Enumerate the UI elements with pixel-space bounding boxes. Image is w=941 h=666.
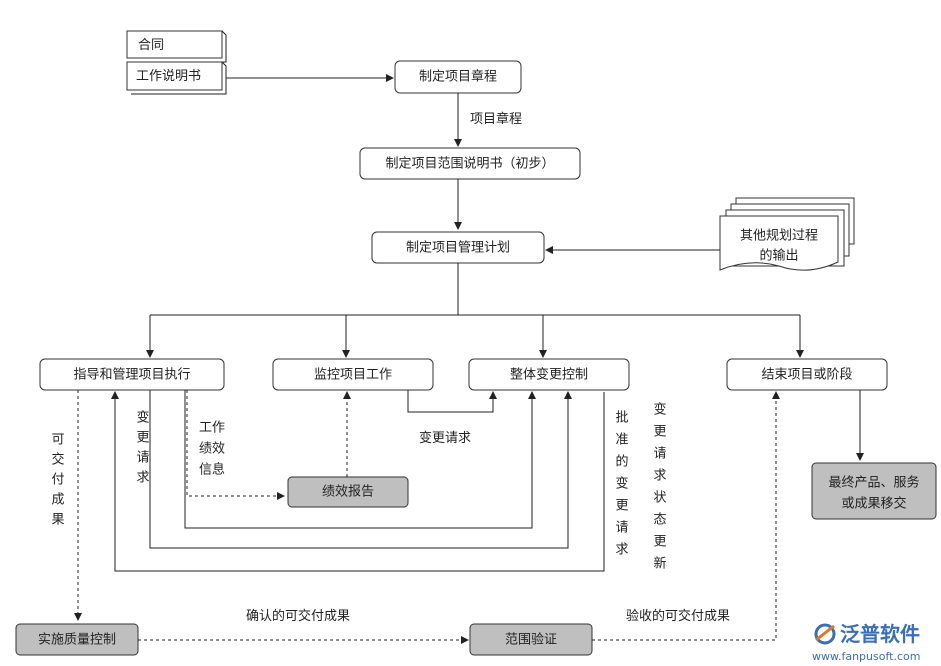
other-outputs-doc: 其他规划过程 的输出	[719, 197, 855, 271]
arrow-direct-change-requests	[184, 390, 536, 529]
plan-label: 制定项目管理计划	[406, 241, 510, 256]
svg-text:求: 求	[615, 543, 628, 558]
svg-text:可: 可	[51, 433, 64, 448]
monitor-label: 监控项目工作	[314, 368, 392, 383]
svg-text:更: 更	[615, 499, 628, 514]
contract-label: 合同	[138, 38, 164, 53]
contract-doc: 合同	[126, 30, 227, 63]
perf-report-label: 绩效报告	[322, 485, 374, 500]
verify-node: 范围验证	[469, 623, 593, 656]
qc-label: 实施质量控制	[38, 633, 116, 648]
close-label: 结束项目或阶段	[761, 368, 852, 383]
svg-text:变: 变	[136, 410, 149, 426]
qc-node: 实施质量控制	[15, 623, 139, 656]
svg-text:成: 成	[51, 493, 64, 508]
direct-label: 指导和管理项目执行	[73, 368, 190, 383]
svg-text:付: 付	[51, 473, 64, 488]
svg-text:更: 更	[653, 425, 666, 440]
scope-label: 制定项目范围说明书（初步）	[385, 157, 554, 172]
sow-doc: 工作说明书	[126, 61, 227, 95]
direct-node: 指导和管理项目执行	[39, 358, 225, 391]
svg-text:工作: 工作	[199, 421, 225, 436]
validated-label: 确认的可交付成果	[246, 608, 350, 624]
arrow-verify-close	[592, 391, 780, 641]
charter-node: 制定项目章程	[394, 60, 522, 94]
status-update-vlabel: 变 更 请 求 状 态 更 新	[653, 402, 666, 572]
svg-text:请: 请	[653, 447, 666, 462]
close-node: 结束项目或阶段	[726, 358, 888, 391]
svg-text:更: 更	[653, 535, 666, 550]
final-line1: 最终产品、服务	[828, 475, 919, 491]
charter-label: 制定项目章程	[419, 69, 497, 85]
charter-output-label: 项目章程	[470, 111, 522, 127]
change-request-vlabel: 变 更 请 求	[136, 410, 149, 486]
change-request-label: 变更请求	[419, 430, 471, 446]
line-approved-changes	[149, 390, 569, 549]
change-control-node: 整体变更控制	[468, 358, 630, 391]
svg-text:求: 求	[136, 471, 149, 486]
arrow-status-update-direct	[111, 391, 605, 572]
arrow-workperf-report	[186, 390, 285, 500]
logo-name: 泛普软件	[840, 622, 920, 646]
perf-report-node: 绩效报告	[287, 476, 409, 508]
svg-text:请: 请	[615, 521, 628, 536]
svg-text:批: 批	[615, 411, 628, 426]
monitor-node: 监控项目工作	[272, 358, 434, 391]
verify-label: 范围验证	[505, 632, 557, 648]
svg-text:更: 更	[136, 431, 149, 446]
final-line2: 或成果移交	[841, 496, 906, 512]
svg-text:求: 求	[653, 469, 666, 484]
fanpu-logo-icon	[814, 623, 836, 645]
svg-text:变: 变	[653, 402, 666, 418]
svg-text:新: 新	[653, 556, 666, 572]
svg-text:请: 请	[136, 451, 149, 466]
svg-text:绩效: 绩效	[199, 442, 225, 457]
plan-node: 制定项目管理计划	[371, 231, 545, 264]
svg-text:态: 态	[653, 513, 666, 528]
scope-node: 制定项目范围说明书（初步）	[359, 147, 581, 180]
other-outputs-line2: 的输出	[759, 248, 798, 264]
final-node: 最终产品、服务 或成果移交	[811, 462, 937, 520]
sow-label: 工作说明书	[136, 69, 201, 84]
svg-text:准: 准	[615, 433, 628, 448]
arrow-monitor-change	[407, 390, 497, 413]
approved-change-vlabel: 批 准 的 变 更 请 求	[615, 411, 628, 558]
svg-text:的: 的	[615, 454, 628, 470]
brand-logo: 泛普软件 www.fanpusoft.com	[812, 622, 920, 663]
logo-url: www.fanpusoft.com	[812, 650, 920, 663]
svg-text:状: 状	[653, 491, 666, 506]
svg-text:交: 交	[51, 452, 64, 468]
svg-text:信息: 信息	[199, 462, 225, 478]
accepted-label: 验收的可交付成果	[626, 608, 730, 624]
change-control-label: 整体变更控制	[510, 367, 588, 383]
deliverables-vlabel: 可 交 付 成 果	[51, 433, 64, 528]
svg-text:果: 果	[51, 513, 64, 528]
work-perf-vlabel: 工作 绩效 信息	[199, 421, 225, 478]
other-outputs-line1: 其他规划过程	[740, 229, 818, 244]
svg-text:变: 变	[615, 476, 628, 492]
